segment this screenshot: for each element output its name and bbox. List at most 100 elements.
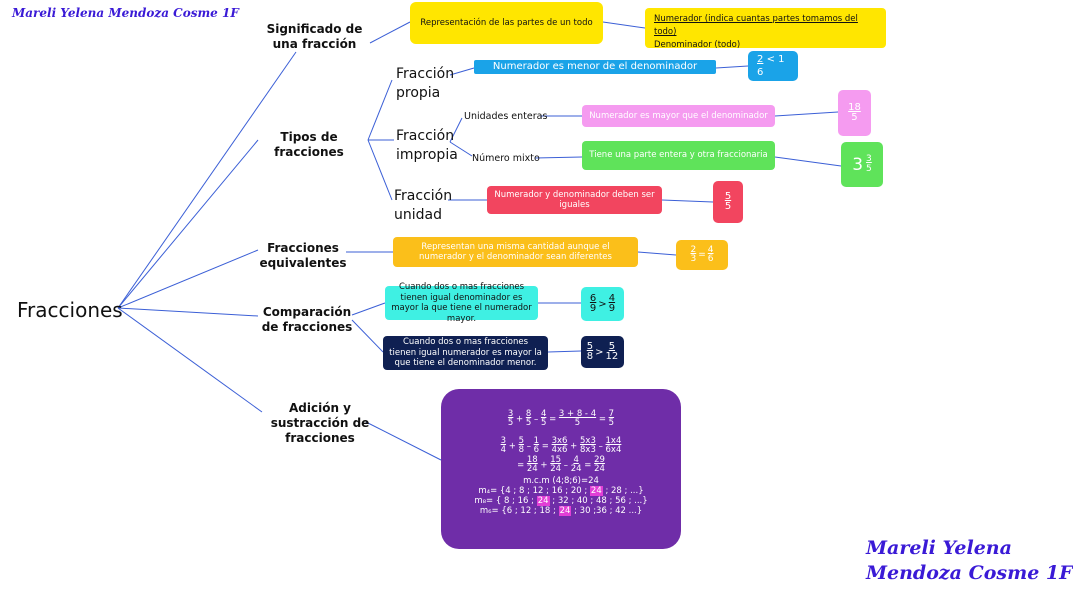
comp1-ex-num2: 4 <box>608 292 616 304</box>
eq1-res-num: 7 <box>608 409 615 419</box>
unidades-desc: Numerador es mayor que el denominador <box>589 110 768 121</box>
m6-highlight: 24 <box>558 505 572 516</box>
propia-desc: Numerador es menor de el denominador <box>492 60 698 72</box>
multiples-6: m₆= {6 ; 12 ; 18 ; 24 ; 30 ;36 ; 42 ...} <box>441 505 681 516</box>
eq2-b-num: 5 <box>518 435 524 446</box>
mixto-desc: Tiene una parte entera y otra fraccionar… <box>589 150 768 161</box>
equiv-ex-num2: 4 <box>707 244 714 255</box>
eq3-b-den: 24 <box>550 463 562 474</box>
eq1-sum-num: 3 + 8 - 4 <box>558 409 597 419</box>
comp2-ex-num2: 5 <box>608 340 616 352</box>
branch-significado: Significado de una fracción <box>266 22 363 51</box>
eq3-b-num: 15 <box>550 454 562 465</box>
eq1-res-den: 5 <box>608 417 615 428</box>
unidad-ex-den: 5 <box>724 201 732 212</box>
fraccion-impropia-label: Fracción impropia <box>396 128 458 163</box>
equiv-ex-den2: 6 <box>707 254 714 264</box>
fraccion-unidad-label: Fracción unidad <box>394 188 453 223</box>
eq1-a-den: 5 <box>507 417 514 428</box>
equivalentes-desc-box: Representan una misma cantidad aunque el… <box>393 237 638 267</box>
eq2-a-num: 3 <box>500 435 507 446</box>
eq3-c-den: 24 <box>570 463 582 474</box>
eq3-res-den: 24 <box>594 463 605 474</box>
comp2-ex-den2: 12 <box>605 351 619 362</box>
author-bottom-line2: Mendoza Cosme 1F <box>866 562 1073 584</box>
eq2-s2-num: 5x3 <box>580 435 596 446</box>
eq2-a-den: 4 <box>500 444 507 455</box>
comp2-ex-op: > <box>595 346 604 358</box>
eq2-s3-den: 6x4 <box>605 444 622 455</box>
unidades-ex-num: 18 <box>848 101 861 113</box>
comp1-ex-num1: 6 <box>589 292 597 304</box>
comparacion1-desc: Cuando dos o mas fracciones tienen igual… <box>391 282 532 324</box>
author-bottom-line1: Mareli Yelena <box>866 537 1012 559</box>
comp1-ex-den1: 9 <box>589 303 597 314</box>
significado-box: Representación de las partes de un todo <box>410 2 603 44</box>
numerador-denominador-box: Numerador (indica cuantas partes tomamos… <box>645 8 886 50</box>
multiples-8: m₈= { 8 ; 16 ; 24 ; 32 ; 40 ; 48 ; 56 ; … <box>441 495 681 506</box>
propia-ex-op: < <box>766 54 775 65</box>
comparacion2-desc: Cuando dos o mas fracciones tienen igual… <box>389 337 542 369</box>
unidades-enteras-label: Unidades enteras <box>464 111 548 122</box>
eq2-s3-num: 1x4 <box>605 435 622 446</box>
eq1-b-den: 5 <box>525 417 532 428</box>
mixto-ex-num: 3 <box>866 154 872 165</box>
m8-highlight: 24 <box>536 495 550 506</box>
comp2-ex-num1: 5 <box>586 340 594 352</box>
comp1-ex-den2: 9 <box>608 303 616 314</box>
mixto-desc-box: Tiene una parte entera y otra fraccionar… <box>582 141 775 170</box>
mixto-ex-whole: 3 <box>852 154 864 175</box>
m8-pre: m₈= { 8 ; 16 ; <box>474 495 535 506</box>
equiv-ex-den1: 3 <box>690 254 697 264</box>
comp1-ex-op: > <box>598 298 607 310</box>
eq2-b-den: 8 <box>518 444 524 455</box>
comp2-ex-den1: 8 <box>586 351 594 362</box>
significado-text: Representación de las partes de un todo <box>420 17 593 28</box>
fraccion-propia-label: Fracción propia <box>396 66 455 101</box>
m8-post: ; 32 ; 40 ; 48 ; 56 ; ...} <box>552 495 648 506</box>
comparacion1-desc-box: Cuando dos o mas fracciones tienen igual… <box>385 282 538 324</box>
eq1-c-num: 4 <box>540 409 547 419</box>
unidad-desc: Numerador y denominador deben ser iguale… <box>494 189 655 211</box>
equivalentes-desc: Representan una misma cantidad aunque el… <box>419 241 612 263</box>
eq3-res-num: 29 <box>594 454 605 465</box>
numerador-definition: Numerador (indica cuantas partes tomamos… <box>654 14 858 37</box>
unidad-ex-num: 5 <box>724 190 732 202</box>
comparacion2-desc-box: Cuando dos o mas fracciones tienen igual… <box>383 336 548 370</box>
branch-tipos: Tipos de fracciones <box>274 130 344 159</box>
numero-mixto-label: Número mixto <box>472 153 540 164</box>
eq1-a-num: 3 <box>507 409 514 419</box>
branch-equivalentes: Fracciones equivalentes <box>259 241 347 270</box>
author-signature-top: Mareli Yelena Mendoza Cosme 1F <box>12 6 239 20</box>
eq2-c-den: 6 <box>533 444 540 455</box>
branch-adicion: Adición y sustracción de fracciones <box>270 401 370 445</box>
propia-ex-num2: 1 <box>778 54 785 65</box>
multiples-4: m₄= {4 ; 8 ; 12 ; 16 ; 20 ; 24 ; 28 ; ..… <box>441 485 681 496</box>
eq1-sum-den: 5 <box>574 417 581 428</box>
eq1-c-den: 5 <box>540 417 547 428</box>
propia-ex-num: 2 <box>757 54 764 65</box>
propia-ex-den: 6 <box>757 67 764 78</box>
mcm-line: m.c.m (4;8;6)=24 <box>523 475 599 486</box>
denominador-definition: Denominador (todo) <box>654 40 741 50</box>
m6-pre: m₆= {6 ; 12 ; 18 ; <box>479 505 556 516</box>
root-title: Fracciones <box>17 298 123 322</box>
eq2-s1-num: 3x6 <box>551 435 568 446</box>
m4-pre: m₄= {4 ; 8 ; 12 ; 16 ; 20 ; <box>478 485 588 496</box>
eq3-c-num: 4 <box>573 454 579 465</box>
propia-example: 2 < 1 6 <box>748 51 798 81</box>
equiv-ex-op: = <box>698 250 706 260</box>
unidades-desc-box: Numerador es mayor que el denominador <box>582 105 775 127</box>
branch-comparacion: Comparación de fracciones <box>261 305 353 334</box>
eq3-a-den: 24 <box>526 463 538 474</box>
eq2-s1-den: 4x6 <box>551 444 568 455</box>
